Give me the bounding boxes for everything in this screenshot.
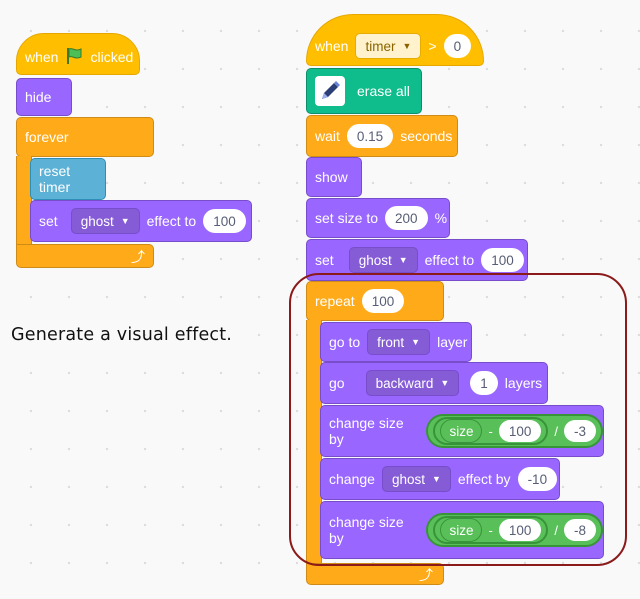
when-flag-clicked-block[interactable]: when clicked [16, 33, 140, 75]
set-size-block[interactable]: set size to 200 % [306, 198, 450, 238]
set-label: set [39, 213, 58, 229]
forever-block[interactable]: forever [16, 117, 154, 157]
caption-text: Generate a visual effect. [11, 325, 233, 345]
set-size-label: set size to [315, 210, 379, 226]
forever-bottom: ⤴ [16, 244, 154, 268]
layers-value-input[interactable]: 1 [470, 371, 498, 395]
effect-by-value-input[interactable]: -10 [517, 467, 558, 491]
subtract-operator[interactable]: size - 100 [433, 417, 549, 445]
size-reporter[interactable]: size [440, 518, 483, 542]
minus-label: - [488, 522, 493, 538]
repeat-label: repeat [315, 293, 355, 309]
repeat-bottom: ⤴ [306, 563, 444, 585]
repeat-value-input[interactable]: 100 [361, 289, 405, 313]
repeat-block[interactable]: repeat 100 [306, 281, 444, 321]
greater-than-label: > [428, 38, 437, 54]
divide-label: / [554, 423, 558, 439]
chevron-down-icon: ▼ [411, 337, 421, 347]
effect-dropdown[interactable]: ghost ▼ [381, 466, 451, 492]
reset-timer-label: reset timer [39, 163, 71, 195]
effect-to-label: effect to [424, 252, 475, 268]
percent-label: % [434, 210, 448, 226]
effect-value-input[interactable]: 100 [481, 248, 524, 272]
effect-option: ghost [391, 471, 425, 487]
show-label: show [315, 169, 348, 185]
erase-all-block[interactable]: erase all [306, 68, 422, 114]
when-label: when [315, 38, 349, 54]
forever-label: forever [25, 129, 69, 145]
minus-label: - [488, 423, 493, 439]
seconds-label: seconds [400, 128, 453, 144]
pen-icon [315, 76, 345, 106]
go-to-layer-block[interactable]: go to front ▼ layer [320, 322, 472, 362]
effect-by-label: effect by [457, 471, 511, 487]
effect-dropdown[interactable]: ghost ▼ [70, 208, 140, 234]
chevron-down-icon: ▼ [431, 474, 441, 484]
loop-arrow-icon: ⤴ [131, 249, 145, 265]
clicked-label: clicked [90, 49, 134, 65]
divide-operator[interactable]: size - 100 / -3 [426, 414, 603, 448]
effect-dropdown[interactable]: ghost ▼ [348, 247, 418, 273]
when-timer-block[interactable]: when timer ▼ > 0 [306, 14, 484, 66]
wait-value-input[interactable]: 0.15 [346, 124, 394, 148]
change-label: change [329, 471, 375, 487]
chevron-down-icon: ▼ [440, 378, 450, 388]
when-label: when [25, 49, 59, 65]
green-flag-icon [65, 47, 83, 68]
size-reporter[interactable]: size [440, 419, 483, 443]
layer-label: layer [437, 334, 468, 350]
size-value-input[interactable]: 200 [385, 206, 428, 230]
effect-option: ghost [358, 252, 392, 268]
divisor-input[interactable]: -3 [563, 420, 596, 442]
timer-value-input[interactable]: 0 [443, 34, 472, 58]
go-label: go [329, 375, 345, 391]
change-effect-block[interactable]: change ghost ▼ effect by -10 [320, 458, 560, 500]
show-block[interactable]: show [306, 157, 362, 197]
timer-option: timer [365, 38, 396, 54]
layer-dropdown[interactable]: front ▼ [367, 329, 431, 355]
go-to-label: go to [329, 334, 361, 350]
hide-block[interactable]: hide [16, 78, 72, 116]
change-size-label: change size by [329, 415, 404, 447]
chevron-down-icon: ▼ [402, 41, 412, 51]
layers-label: layers [504, 375, 543, 391]
loop-arrow-icon: ⤴ [419, 567, 433, 583]
divisor-input[interactable]: -8 [563, 519, 596, 541]
direction-dropdown[interactable]: backward ▼ [365, 370, 460, 396]
change-size-block[interactable]: change size by size - 100 / -3 [320, 405, 604, 457]
hide-label: hide [25, 89, 52, 105]
go-layers-block[interactable]: go backward ▼ 1 layers [320, 362, 548, 404]
erase-all-label: erase all [357, 83, 410, 99]
layer-option: front [377, 334, 405, 350]
direction-option: backward [375, 375, 434, 391]
chevron-down-icon: ▼ [398, 255, 408, 265]
subtrahend-input[interactable]: 100 [498, 420, 542, 442]
subtrahend-input[interactable]: 100 [498, 519, 542, 541]
change-size-block[interactable]: change size by size - 100 / -8 [320, 501, 604, 559]
effect-to-label: effect to [146, 213, 197, 229]
reset-timer-block[interactable]: reset timer [30, 158, 106, 200]
change-size-label: change size by [329, 514, 404, 546]
divide-operator[interactable]: size - 100 / -8 [426, 513, 603, 547]
highlight-outline [289, 273, 627, 566]
divide-label: / [554, 522, 558, 538]
set-label: set [315, 252, 334, 268]
chevron-down-icon: ▼ [120, 216, 130, 226]
wait-block[interactable]: wait 0.15 seconds [306, 115, 458, 157]
set-effect-block[interactable]: set ghost ▼ effect to 100 [30, 200, 252, 242]
subtract-operator[interactable]: size - 100 [433, 516, 549, 544]
effect-option: ghost [80, 213, 114, 229]
effect-value-input[interactable]: 100 [203, 209, 246, 233]
timer-dropdown[interactable]: timer ▼ [355, 33, 422, 59]
wait-label: wait [315, 128, 340, 144]
